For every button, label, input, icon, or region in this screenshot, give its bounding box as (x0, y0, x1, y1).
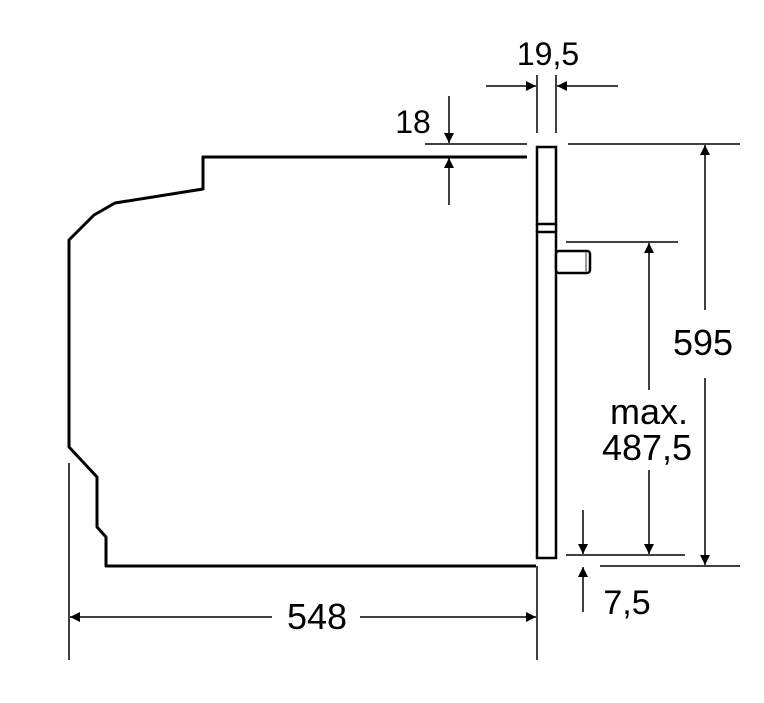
door-height-label-line2: 487,5 (602, 427, 692, 468)
total-height-dimension (568, 143, 740, 567)
bottom-offset-label: 7,5 (603, 584, 650, 622)
top-offset-label: 18 (395, 104, 431, 140)
front-panel (535, 145, 558, 560)
depth-label: 548 (287, 596, 347, 637)
depth-dimension (68, 463, 538, 660)
top-offset-dimension (425, 96, 527, 205)
oven-body-outline (67, 155, 536, 568)
panel-thickness-dimension (486, 75, 618, 133)
total-height-label: 595 (673, 322, 733, 363)
door-handle (554, 249, 592, 275)
door-height-label-line1: max. (610, 391, 688, 432)
door-height-dimension (566, 241, 685, 556)
panel-thickness-label: 19,5 (517, 36, 579, 72)
